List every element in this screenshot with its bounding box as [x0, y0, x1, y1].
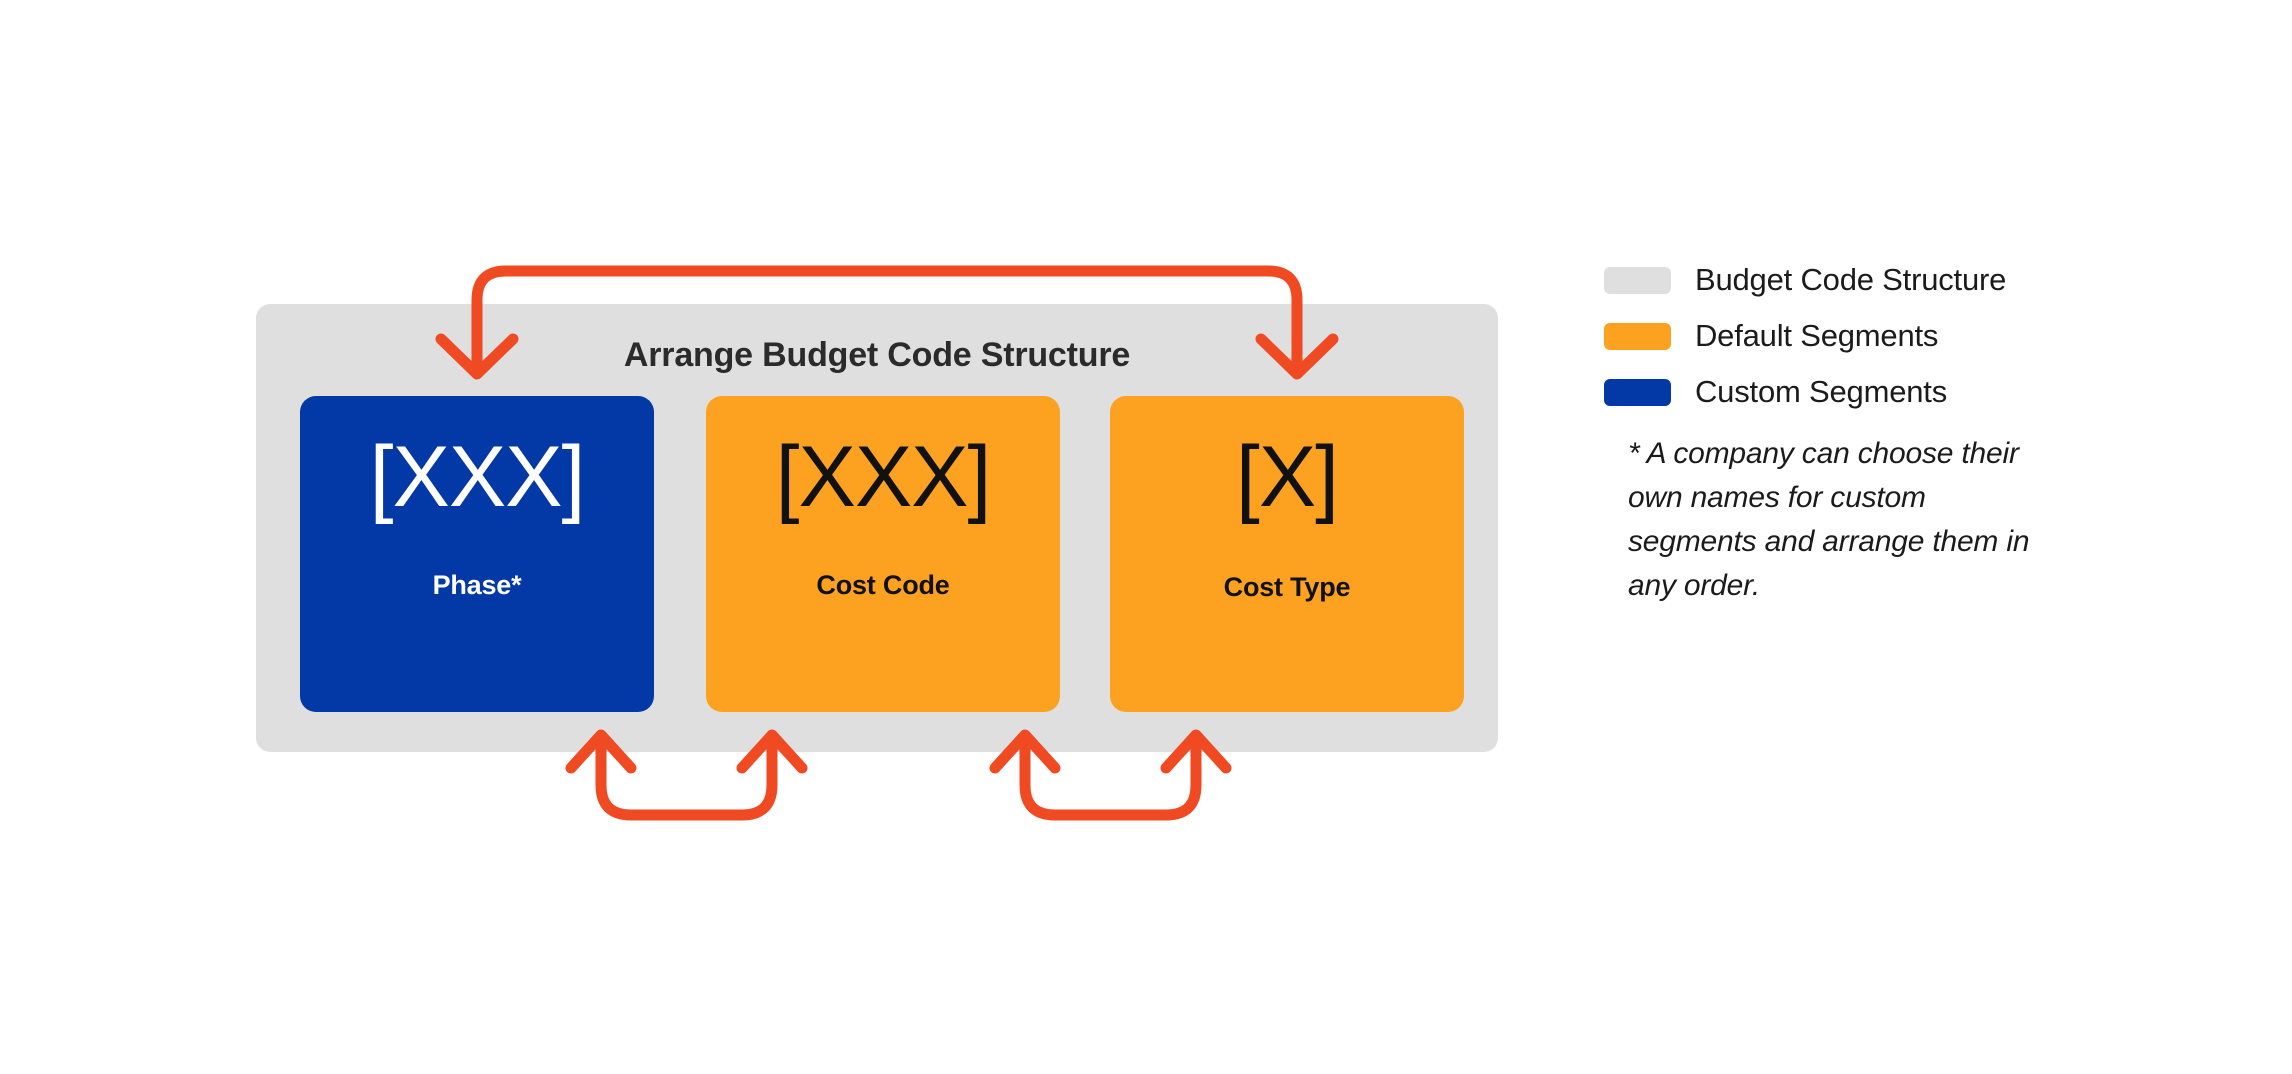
segment-card-cost-type[interactable]: [X] Cost Type	[1110, 396, 1464, 712]
segment-label-cost-type: Cost Type	[1223, 572, 1351, 602]
legend-label-custom-segments: Custom Segments	[1695, 374, 1947, 409]
legend: Budget Code Structure Default Segments C…	[1604, 252, 2164, 608]
legend-footnote: * A company can choose their own names f…	[1628, 437, 2030, 603]
segment-code-cost-code: [XXX]	[775, 429, 992, 525]
legend-item-default-segments: Default Segments	[1604, 308, 2164, 364]
legend-swatch-budget-code-structure	[1604, 266, 1671, 294]
segment-label-cost-code: Cost Code	[816, 570, 950, 600]
segment-code-cost-type: [X]	[1235, 429, 1339, 525]
legend-item-budget-code-structure: Budget Code Structure	[1604, 252, 2164, 308]
legend-swatch-custom-segments	[1604, 378, 1671, 406]
segment-label-phase: Phase*	[432, 570, 522, 600]
segment-card-cost-code[interactable]: [XXX] Cost Code	[706, 396, 1060, 712]
legend-label-budget-code-structure: Budget Code Structure	[1695, 262, 2007, 297]
segment-card-phase[interactable]: [XXX] Phase*	[300, 396, 654, 712]
segment-code-phase: [XXX]	[369, 429, 586, 525]
legend-label-default-segments: Default Segments	[1695, 318, 1939, 353]
page-title: Arrange Budget Code Structure	[623, 336, 1131, 374]
legend-item-custom-segments: Custom Segments	[1604, 364, 2164, 420]
legend-swatch-default-segments	[1604, 322, 1671, 350]
